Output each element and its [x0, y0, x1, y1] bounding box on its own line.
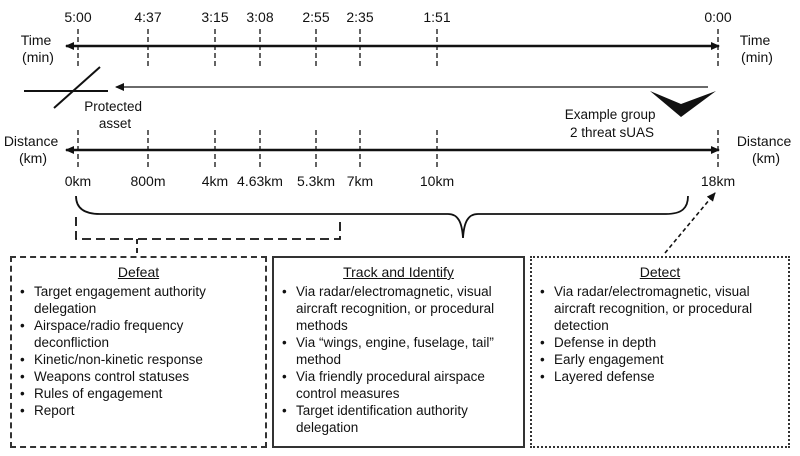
distance-tick-label: 18km [701, 173, 735, 189]
track-identify-box: Track and Identify Via radar/electromagn… [272, 256, 525, 448]
track-identify-item: Via radar/electromagnetic, visual aircra… [282, 283, 519, 334]
detect-item: Early engagement [540, 351, 784, 368]
distance-tick-label: 10km [420, 173, 454, 189]
time-ticks: 5:00 4:37 3:15 3:08 2:55 2:35 1:51 0:00 [64, 9, 732, 66]
time-tick-label: 1:51 [423, 9, 450, 25]
defeat-title: Defeat [117, 264, 160, 280]
time-tick-label: 3:08 [246, 9, 273, 25]
overall-brace [75, 195, 689, 239]
protected-asset-symbol-slash [53, 66, 101, 109]
defeat-item: Weapons control statuses [20, 368, 261, 385]
track-identify-item: Via “wings, engine, fuselage, tail” meth… [282, 334, 519, 368]
defeat-item: Rules of engagement [20, 385, 261, 402]
detect-connector-arrow [664, 192, 716, 254]
detect-box: Detect Via radar/electromagnetic, visual… [530, 256, 790, 448]
time-axis-label-right: Time (min) [740, 32, 774, 65]
protected-asset-label: Protected asset [84, 99, 146, 131]
detect-list: Via radar/electromagnetic, visual aircra… [532, 283, 788, 385]
time-tick-label: 5:00 [64, 9, 91, 25]
time-tick-label: 3:15 [201, 9, 228, 25]
detect-title: Detect [639, 264, 681, 280]
distance-tick-label: 4km [202, 173, 228, 189]
distance-ticks: 0km 800m 4km 4.63km 5.3km 7km 10km 18km [65, 130, 735, 189]
time-tick-label: 0:00 [704, 9, 731, 25]
threat-label: Example group 2 threat sUAS [565, 107, 660, 140]
threat-suas-icon [650, 91, 716, 117]
defeat-item: Target engagement authority delegation [20, 283, 261, 317]
track-identify-title: Track and Identify [343, 264, 454, 280]
distance-tick-label: 5.3km [297, 173, 335, 189]
track-identify-list: Via radar/electromagnetic, visual aircra… [274, 283, 523, 436]
defeat-box: Defeat Target engagement authority deleg… [10, 256, 267, 448]
time-tick-label: 2:55 [302, 9, 329, 25]
distance-axis-label-right: Distance (km) [737, 133, 795, 166]
time-tick-label: 2:35 [346, 9, 373, 25]
defeat-item: Report [20, 402, 261, 419]
distance-tick-label: 800m [130, 173, 165, 189]
detect-item: Via radar/electromagnetic, visual aircra… [540, 283, 784, 334]
defeat-zone-bracket [75, 217, 341, 240]
defeat-list: Target engagement authority delegationAi… [12, 283, 265, 419]
defeat-item: Kinetic/non-kinetic response [20, 351, 261, 368]
distance-axis-label-left: Distance (km) [4, 133, 62, 166]
defeat-item: Airspace/radio frequency deconfliction [20, 317, 261, 351]
time-axis-label-left: Time (min) [21, 32, 55, 65]
time-tick-label: 4:37 [134, 9, 161, 25]
distance-tick-label: 4.63km [237, 173, 283, 189]
detect-item: Defense in depth [540, 334, 784, 351]
distance-tick-label: 7km [347, 173, 373, 189]
detect-item: Layered defense [540, 368, 784, 385]
track-identify-item: Target identification authority delegati… [282, 402, 519, 436]
track-identify-item: Via friendly procedural airspace control… [282, 368, 519, 402]
distance-tick-label: 0km [65, 173, 91, 189]
